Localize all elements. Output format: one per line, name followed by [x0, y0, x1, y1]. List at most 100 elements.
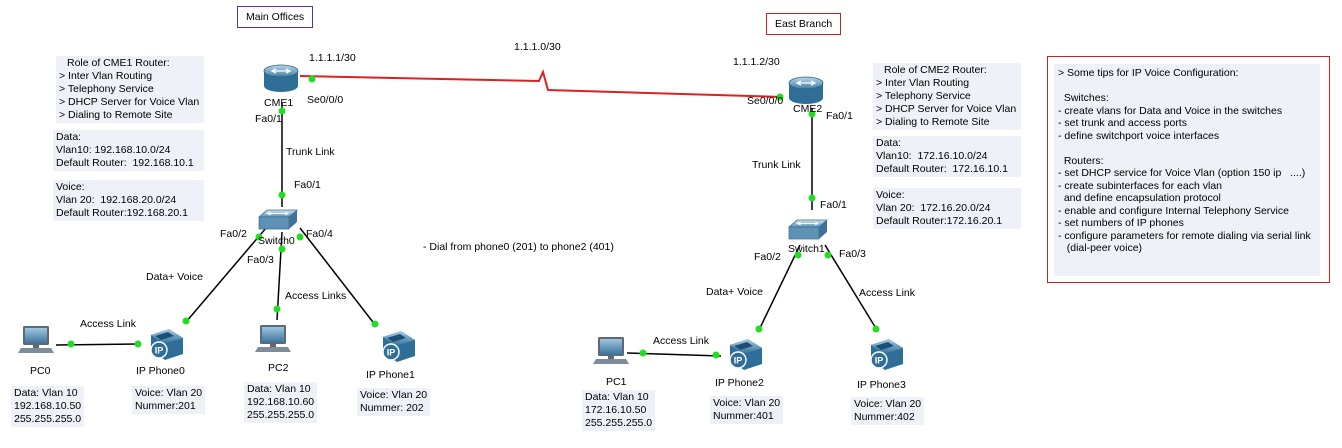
info-line: 255.255.255.0	[585, 417, 653, 429]
port-label-cme2-fa: Fa0/1	[826, 110, 853, 122]
tips-line	[1058, 142, 1316, 155]
tips-line: > Some tips for IP Voice Configuration:	[1058, 67, 1239, 79]
note-line: Data:	[56, 131, 82, 143]
note-line: Role of CME2 Router:	[884, 64, 987, 76]
tips-line: - enable and configure Internal Telephon…	[1058, 204, 1289, 217]
info-line: Nummer:401	[713, 410, 774, 422]
tips-line	[1058, 80, 1316, 93]
tips-line: - set numbers of IP phones	[1058, 217, 1184, 229]
device-name-cme2: CME2	[793, 103, 823, 115]
device-name-pc2: PC2	[268, 362, 289, 374]
info-pc1: Data: Vlan 10 172.16.10.50 255.255.255.0	[582, 390, 656, 431]
info-ip-phone1: Voice: Vlan 20 Nummer: 202	[357, 388, 431, 416]
ip-phone-icon-phone2[interactable]	[729, 338, 763, 371]
info-line: Data: Vlan 10	[585, 391, 649, 403]
note-line: Vlan 20: 172.16.20.0/24	[876, 202, 991, 214]
tips-line: - create vlans for Data and Voice in the…	[1058, 104, 1283, 117]
port-dot	[755, 325, 763, 333]
wan-network-label: 1.1.1.0/30	[514, 41, 561, 53]
link-switch1-phone3[interactable]	[824, 244, 878, 331]
note-line: > Inter Vlan Routing	[59, 70, 153, 82]
port-label-sw0-mid: Fa0/3	[247, 254, 274, 266]
pc-icon-pc1[interactable]	[593, 337, 629, 364]
tips-line: - define switchport voice interfaces	[1058, 129, 1220, 142]
note-line: Vlan10: 192.168.10.0/24	[56, 144, 171, 156]
port-label-cme1-fa: Fa0/1	[255, 113, 282, 125]
note-line: Default Router:192.168.20.1	[56, 207, 188, 219]
port-dot	[278, 191, 286, 199]
port-label-sw0-right: Fa0/4	[306, 228, 333, 240]
tips-line: - set trunk and access ports	[1058, 117, 1187, 129]
link-label-data-voice-left: Data+ Voice	[146, 271, 203, 283]
note-cme2-data: Data: Vlan10: 172.16.10.0/24 Default Rou…	[873, 136, 1021, 177]
dial-note: - Dial from phone0 (201) to phone2 (401)	[423, 241, 614, 253]
port-dot	[308, 75, 316, 83]
note-cme2-voice: Voice: Vlan 20: 172.16.20.0/24 Default R…	[873, 188, 1021, 229]
switch-icon-switch0[interactable]	[258, 209, 298, 230]
device-name-ip-phone0: IP Phone0	[136, 365, 185, 377]
info-line: Nummer: 202	[360, 402, 424, 414]
pc-icon-pc2[interactable]	[255, 325, 291, 352]
port-dot	[273, 305, 281, 313]
wan-serial-link[interactable]	[299, 69, 784, 98]
port-status-dots	[67, 75, 880, 359]
device-name-ip-phone1: IP Phone1	[366, 369, 415, 381]
link-switch1-phone2[interactable]	[758, 244, 801, 331]
port-dot	[278, 245, 286, 253]
port-label-sw1-left: Fa0/2	[754, 251, 781, 263]
site-label-main-offices: Main Offices	[237, 6, 314, 28]
info-line: 255.255.255.0	[247, 409, 315, 421]
note-line: Role of CME1 Router:	[67, 57, 170, 69]
note-line: > Telephony Service	[59, 83, 154, 95]
router-icon-cme1[interactable]	[263, 64, 299, 93]
info-pc2: Data: Vlan 10 192.168.10.60 255.255.255.…	[244, 382, 318, 423]
port-dot	[134, 340, 142, 348]
info-line: Nummer:201	[135, 400, 196, 412]
link-label-access-pc0: Access Link	[80, 318, 137, 330]
info-line: Voice: Vlan 20	[854, 398, 922, 410]
ip-phone-icon-phone0[interactable]	[150, 328, 184, 361]
pc-icon-pc0[interactable]	[18, 326, 54, 353]
port-dot	[296, 233, 304, 241]
link-label-access-links-mid: Access Links	[285, 290, 347, 302]
port-dot	[872, 325, 880, 333]
link-label-trunk-right: Trunk Link	[752, 159, 801, 171]
device-name-pc1: PC1	[606, 376, 627, 388]
info-line: Voice: Vlan 20	[135, 387, 203, 399]
port-dot	[371, 320, 379, 328]
device-name-ip-phone3: IP Phone3	[857, 379, 906, 391]
note-line: > DHCP Server for Voice Vlan	[59, 96, 200, 108]
tips-line: and define encapsulation protocol	[1058, 192, 1221, 204]
cme1-serial-ip: 1.1.1.1/30	[309, 52, 356, 64]
ip-phone-icon-phone1[interactable]	[382, 330, 416, 363]
info-ip-phone3: Voice: Vlan 20 Nummer:402	[851, 397, 925, 425]
tips-line: - create subinterfaces for each vlan	[1058, 179, 1223, 192]
tips-line: - configure parameters for remote dialin…	[1058, 229, 1311, 242]
switch-icon-switch1[interactable]	[788, 219, 828, 240]
link-switch0-phone0[interactable]	[185, 227, 267, 323]
note-line: Vlan10: 172.16.10.0/24	[876, 150, 988, 162]
tips-line: - set DHCP service for Voice Vlan (optio…	[1058, 167, 1306, 179]
link-label-trunk-left: Trunk Link	[286, 146, 335, 158]
link-switch0-phone1[interactable]	[299, 227, 377, 327]
ip-phone-icon-phone3[interactable]	[870, 338, 904, 371]
note-line: > Dialing to Remote Site	[59, 109, 173, 121]
port-dot	[712, 351, 720, 359]
note-cme1-data: Data: Vlan10: 192.168.10.0/24 Default Ro…	[53, 130, 204, 171]
router-icon-cme2[interactable]	[788, 76, 824, 105]
note-line: Voice:	[56, 181, 85, 193]
tips-line: Switches:	[1058, 92, 1109, 104]
tips-line: (dial-peer voice)	[1058, 242, 1143, 254]
info-pc0: Data: Vlan 10 192.168.10.50 255.255.255.…	[11, 386, 85, 427]
port-dot	[808, 110, 816, 118]
info-ip-phone0: Voice: Vlan 20 Nummer:201	[132, 386, 206, 414]
note-cme1-voice: Voice: Vlan 20: 192.168.20.0/24 Default …	[53, 180, 204, 221]
note-line: Voice:	[876, 189, 905, 201]
link-label-access-phone3: Access Link	[859, 287, 916, 299]
info-line: Data: Vlan 10	[14, 387, 78, 399]
port-dot	[824, 251, 832, 259]
info-line: Nummer:402	[854, 411, 915, 423]
device-name-pc0: PC0	[30, 365, 51, 377]
port-label-cme1-serial: Se0/0/0	[307, 94, 344, 106]
